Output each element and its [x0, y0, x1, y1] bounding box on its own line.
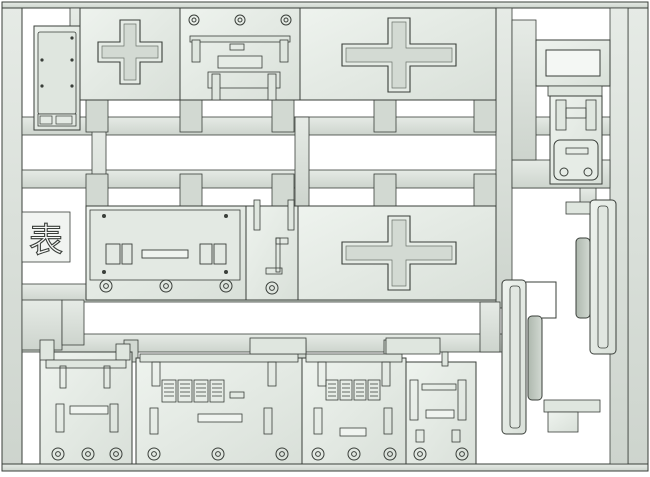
face-label-box: 表 — [21, 211, 71, 263]
part-dpad-small — [79, 7, 181, 101]
part-bottom-center — [135, 353, 303, 465]
part-slider — [245, 199, 299, 301]
spring-group-a — [161, 379, 225, 403]
part-bottom-left — [39, 339, 133, 465]
part-dpad-large-middle — [297, 205, 497, 301]
part-right-mechanism — [535, 39, 611, 185]
part-bottom-right — [405, 361, 477, 465]
part-mechanism-middle — [85, 205, 247, 301]
part-dpad-large-top — [299, 7, 497, 101]
part-battery-panel — [33, 25, 81, 131]
misc-bars — [249, 337, 449, 367]
part-mechanism-top — [179, 7, 301, 101]
part-bottom-center-right — [301, 353, 407, 465]
part-right-brackets — [501, 199, 617, 435]
face-label: 表 — [29, 221, 63, 261]
spring-group-b — [325, 379, 381, 401]
